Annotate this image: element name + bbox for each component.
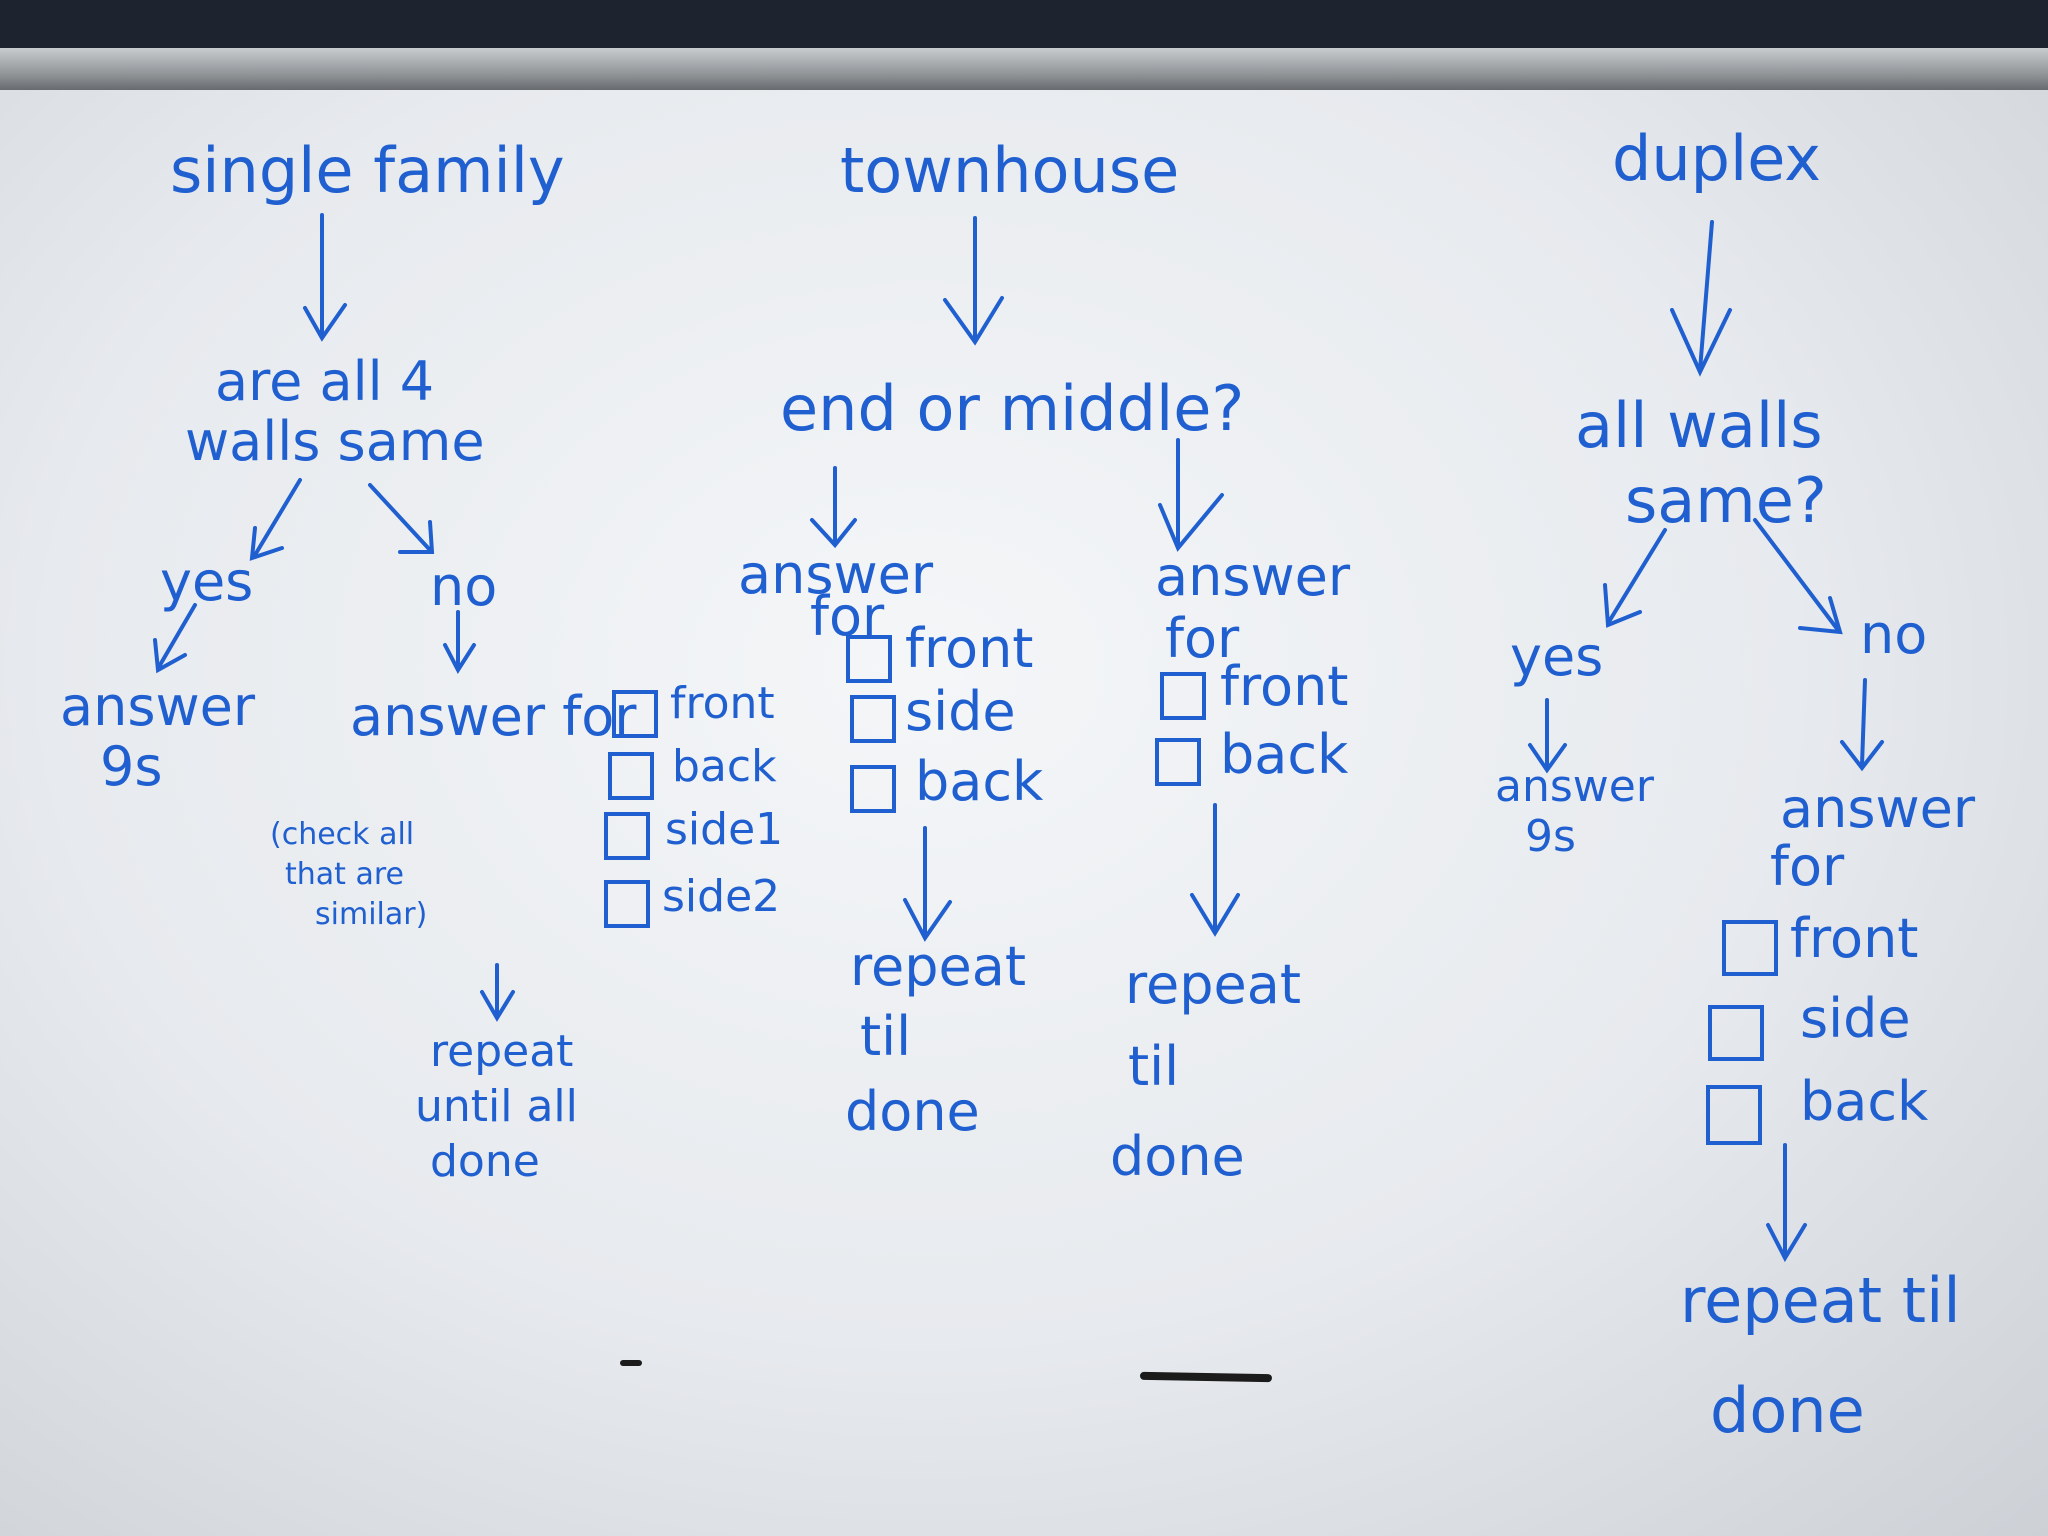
sf-yes-label: yes xyxy=(160,550,254,613)
arrow-dx-title xyxy=(1670,220,1732,377)
dx-no-label: no xyxy=(1860,603,1928,666)
th-end-option-front: front xyxy=(905,617,1034,680)
th-middle-answer-line1: answer xyxy=(1155,545,1351,608)
th-middle-checkbox-front xyxy=(1160,672,1206,720)
sf-checkbox-back xyxy=(608,752,654,800)
th-middle-repeat-line1: repeat xyxy=(1125,953,1302,1016)
sf-option-side2: side2 xyxy=(662,871,781,922)
sf-question-line2: walls same xyxy=(185,410,485,473)
arrow-dx-no xyxy=(1753,518,1843,635)
arrow-th-title xyxy=(943,216,1004,346)
th-end-checkbox-front xyxy=(846,635,892,683)
th-middle-option-front: front xyxy=(1220,655,1349,718)
sf-yes-answer-line1: answer xyxy=(60,675,256,738)
sf-note-line1: (check all xyxy=(270,817,415,852)
sf-checkbox-side2 xyxy=(604,880,650,928)
th-end-repeat-line2: til xyxy=(860,1005,912,1068)
th-middle-checkbox-back xyxy=(1155,738,1201,786)
single-family-title: single family xyxy=(170,134,565,207)
dx-repeat-line2: done xyxy=(1710,1374,1865,1447)
th-middle-repeat-line3: done xyxy=(1110,1125,1245,1188)
arrow-sf-yes xyxy=(249,478,302,561)
dx-option-front: front xyxy=(1790,907,1919,970)
dx-option-side: side xyxy=(1800,987,1911,1050)
th-end-checkbox-back xyxy=(850,765,896,813)
th-end-answer-line2: for xyxy=(810,585,885,648)
sf-question-line1: are all 4 xyxy=(215,350,435,413)
th-middle-answer-line2: for xyxy=(1165,607,1240,670)
arrow-dx-no-answer xyxy=(1840,678,1884,772)
dx-yes-label: yes xyxy=(1510,625,1604,688)
marker-dot xyxy=(620,1360,642,1366)
whiteboard-frame xyxy=(0,48,2048,94)
sf-no-label: no xyxy=(430,555,498,618)
sf-option-side1: side1 xyxy=(665,804,784,855)
arrow-sf-no xyxy=(368,483,435,554)
th-end-answer-line1: answer xyxy=(738,543,934,606)
sf-repeat-line2: until all xyxy=(415,1081,578,1132)
arrow-th-middle xyxy=(1158,438,1224,552)
duplex-title: duplex xyxy=(1612,122,1821,195)
th-end-repeat-line1: repeat xyxy=(850,935,1027,998)
sf-option-front: front xyxy=(670,678,775,729)
dx-checkbox-side xyxy=(1708,1005,1764,1061)
sf-repeat-line3: done xyxy=(430,1136,540,1187)
dx-option-back: back xyxy=(1800,1070,1929,1133)
arrow-dx-yes xyxy=(1603,528,1667,628)
sf-checkbox-side1 xyxy=(604,812,650,860)
th-middle-option-back: back xyxy=(1220,723,1349,786)
th-end-repeat-line3: done xyxy=(845,1080,980,1143)
dx-answer-line2: for xyxy=(1770,835,1845,898)
sf-repeat-line1: repeat xyxy=(430,1026,574,1077)
sf-note-line2: that are xyxy=(285,857,404,892)
sf-yes-answer-line2: 9s xyxy=(100,735,163,798)
th-end-option-side: side xyxy=(905,680,1016,743)
sf-answer-for: answer for xyxy=(350,685,637,748)
arrow-dx-repeat xyxy=(1766,1143,1807,1263)
arrow-th-end xyxy=(810,466,857,549)
th-end-checkbox-side xyxy=(850,695,896,743)
dx-yes-answer-line2: 9s xyxy=(1525,811,1576,862)
dx-question-line2: same? xyxy=(1625,464,1827,537)
dx-repeat-line1: repeat til xyxy=(1680,1264,1961,1337)
dx-checkbox-back xyxy=(1706,1085,1762,1145)
dx-yes-answer-line1: answer xyxy=(1495,761,1654,812)
th-middle-repeat-line2: til xyxy=(1128,1035,1180,1098)
arrow-th-middle-repeat xyxy=(1190,803,1240,937)
arrow-sf-title xyxy=(303,213,347,342)
arrow-th-end-repeat xyxy=(903,826,952,942)
th-end-option-back: back xyxy=(915,750,1044,813)
arrow-sf-repeat xyxy=(480,963,515,1022)
arrow-sf-no-answer xyxy=(443,610,476,674)
sf-note-line3: similar) xyxy=(315,897,428,932)
dx-answer-line1: answer xyxy=(1780,777,1976,840)
arrow-dx-yes-answer xyxy=(1528,698,1567,774)
th-question: end or middle? xyxy=(780,372,1245,445)
arrow-sf-yes-answer xyxy=(153,603,197,674)
dx-question-line1: all walls xyxy=(1575,389,1823,462)
dx-checkbox-front xyxy=(1722,920,1778,976)
whiteboard xyxy=(0,90,2048,1536)
townhouse-title: townhouse xyxy=(840,134,1180,207)
sf-option-back: back xyxy=(672,741,777,792)
sf-checkbox-front xyxy=(612,690,658,738)
